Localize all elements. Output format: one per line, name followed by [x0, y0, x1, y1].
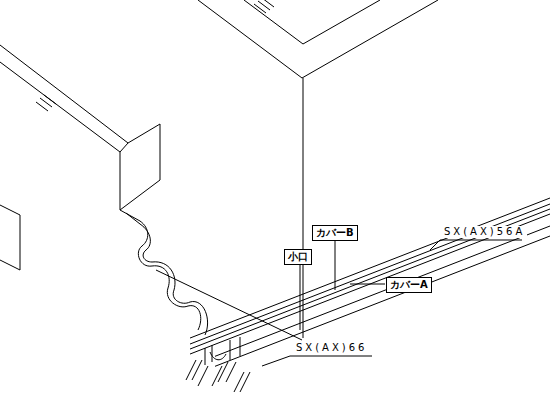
- part-name: カバーA: [390, 279, 428, 291]
- part-code: SX(AX)56A: [442, 226, 527, 238]
- leader-line: [262, 356, 290, 366]
- leader-line: [335, 240, 336, 290]
- window: [0, 205, 20, 270]
- hanger-clip: [210, 352, 226, 360]
- part-code-text: SX(AX)66: [296, 342, 367, 354]
- callout-box: 小口: [284, 249, 312, 265]
- rail-line: [190, 209, 550, 349]
- rail-line: [190, 204, 550, 344]
- rail-lines: [190, 198, 550, 366]
- rail-line: [190, 198, 550, 338]
- callout-box: カバーA: [386, 277, 432, 293]
- roof-outline: [198, 0, 438, 78]
- hatch: [36, 95, 56, 111]
- hatch: [254, 0, 274, 13]
- floor-line: [156, 270, 302, 340]
- left-wall-top: [0, 45, 160, 210]
- leader-line: [300, 262, 301, 330]
- part-name: 小口: [288, 251, 308, 263]
- rail-line: [190, 214, 550, 354]
- leader-line: [430, 240, 440, 250]
- hatch: [186, 360, 250, 392]
- part-name: カバーB: [316, 227, 354, 239]
- callout-box: カバーB: [312, 225, 358, 241]
- rail-line: [215, 226, 550, 356]
- wall-corner: [303, 78, 304, 338]
- hangers: [205, 337, 240, 365]
- rail-line: [215, 236, 550, 366]
- leader-underline: [440, 240, 522, 241]
- roof-inner: [244, 0, 380, 44]
- ornament-curve: [120, 210, 201, 330]
- ornament-curve: [126, 213, 208, 335]
- left-wall-end: [120, 124, 160, 210]
- part-code: SX(AX)66: [294, 342, 369, 354]
- part-code-text: SX(AX)56A: [444, 226, 525, 238]
- leader-underline: [290, 356, 372, 357]
- leader-line: [350, 284, 385, 285]
